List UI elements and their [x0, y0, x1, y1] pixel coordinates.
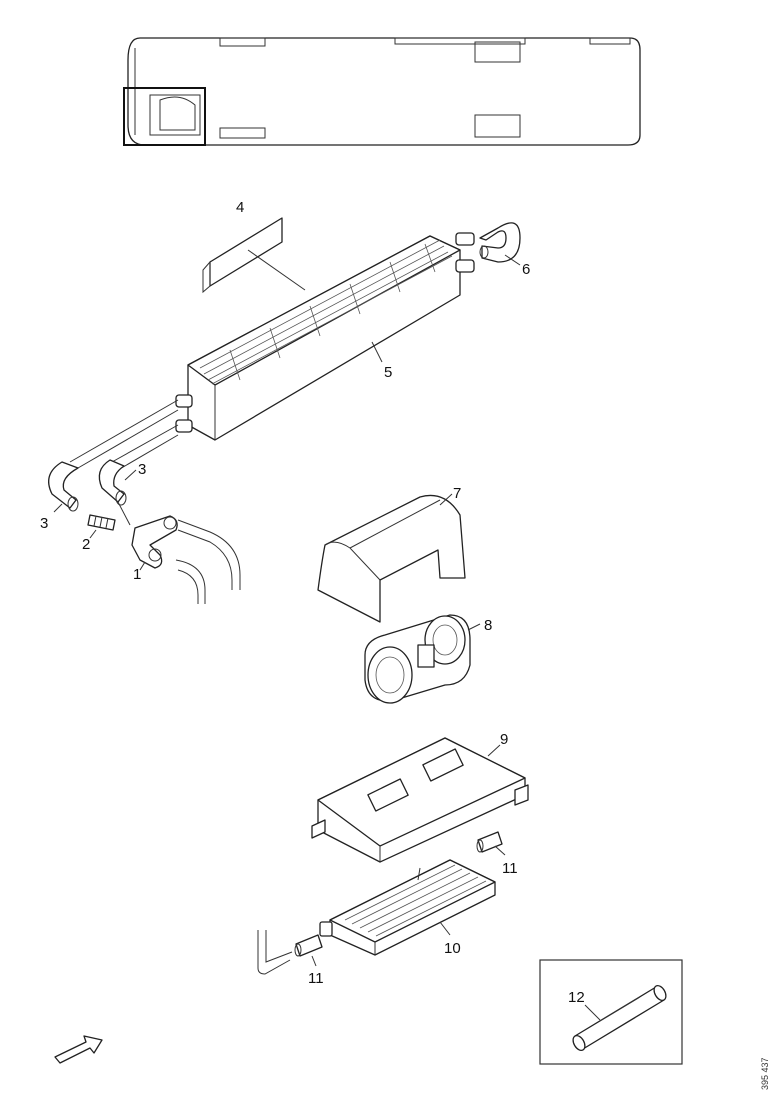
- callout-11-left: 11: [308, 970, 324, 987]
- location-highlight-box: [123, 87, 206, 146]
- part-7-fan-cover: [317, 494, 466, 623]
- callout-8: 8: [484, 617, 492, 634]
- loose-hoses: [175, 519, 241, 604]
- part-11-fitting-left: [294, 934, 323, 957]
- callout-10: 10: [444, 940, 461, 957]
- forward-direction-arrow-icon: [54, 1035, 103, 1064]
- part-6-u-hose: [479, 222, 521, 263]
- callout-2: 2: [82, 536, 90, 553]
- part-4-cover-plate: [202, 217, 283, 294]
- callout-6: 6: [522, 261, 530, 278]
- part-3-hose-elbow-right: [98, 459, 127, 506]
- part-10-heat-exchanger: [319, 859, 496, 956]
- callout-9: 9: [500, 731, 508, 748]
- reference-code: 395 437: [760, 1057, 770, 1090]
- callout-12: 12: [568, 989, 585, 1006]
- callout-1: 1: [133, 566, 141, 583]
- part-12-inset-frame: [539, 959, 683, 1065]
- callout-5: 5: [384, 364, 392, 381]
- part-3-hose-elbow-left: [48, 461, 79, 512]
- part-5-heater-unit: [187, 235, 461, 441]
- bus-top-view-outline: [127, 37, 641, 146]
- part-2-connector: [87, 514, 116, 531]
- part-12-pipe-sleeve: [572, 984, 667, 1052]
- part-8-blower: [364, 614, 471, 704]
- coolant-pipes: [69, 399, 179, 471]
- part-5-pipe-stubs: [175, 232, 475, 433]
- callout-3-right: 3: [138, 461, 146, 478]
- callout-11-right: 11: [502, 860, 518, 877]
- callout-7: 7: [453, 485, 461, 502]
- callout-3-left: 3: [40, 515, 48, 532]
- part-11-fitting-right: [476, 831, 503, 853]
- part-9-housing-lid: [311, 737, 529, 863]
- callout-4: 4: [236, 199, 244, 216]
- part-1-valve: [131, 515, 178, 569]
